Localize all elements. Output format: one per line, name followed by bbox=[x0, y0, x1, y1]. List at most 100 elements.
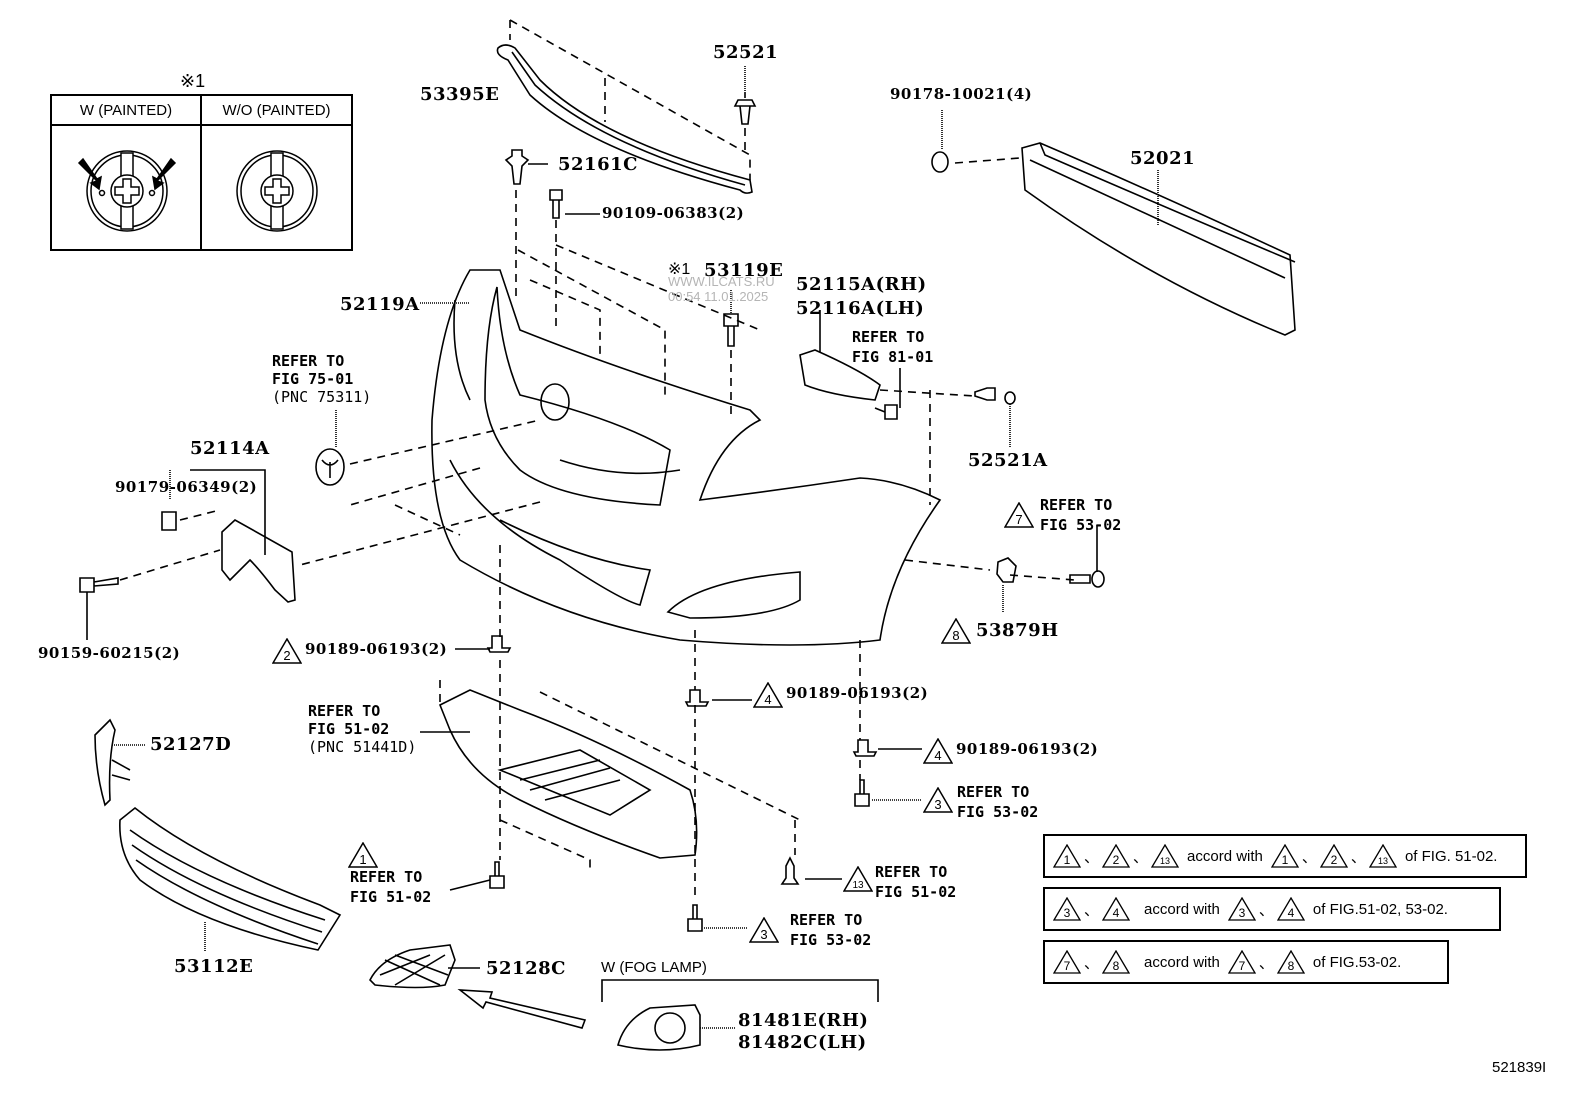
svg-text:2: 2 bbox=[1331, 853, 1338, 867]
svg-text:3: 3 bbox=[1239, 906, 1246, 920]
part-label-52021[interactable]: 52021 bbox=[1130, 148, 1196, 169]
note-mark: 8 bbox=[1276, 950, 1305, 974]
badge-triangle-13: 13 bbox=[842, 865, 874, 892]
note-mark: 3 bbox=[1227, 897, 1256, 921]
badge-triangle-3a: 3 bbox=[922, 786, 954, 813]
painted-clip-icon bbox=[77, 150, 177, 232]
svg-text:7: 7 bbox=[1064, 959, 1071, 973]
lower-grille-part bbox=[119, 806, 342, 952]
part-label-52521[interactable]: 52521 bbox=[713, 42, 779, 63]
part-label-90189-06193-b[interactable]: 90189-06193(2) bbox=[786, 684, 929, 702]
badge-triangle-3b: 3 bbox=[748, 916, 780, 943]
part-label-53112E[interactable]: 53112E bbox=[174, 956, 254, 977]
note-suffix: of FIG.53-02. bbox=[1312, 953, 1402, 971]
painted-variant-inset: W (PAINTED) W/O (PAINTED) bbox=[50, 94, 353, 251]
svg-text:3: 3 bbox=[934, 797, 941, 812]
license-bracket-part bbox=[79, 469, 296, 640]
fog-lamp-group-label: W (FOG LAMP) bbox=[601, 959, 707, 976]
fog-lamp-cover-part bbox=[369, 944, 480, 989]
mounting-guides bbox=[299, 244, 1076, 900]
badge-triangle-8: 8 bbox=[940, 617, 972, 644]
part-mark-53119E: ※1 bbox=[668, 261, 691, 278]
top-clip-part bbox=[733, 66, 757, 155]
emblem-part bbox=[315, 410, 541, 486]
figure-code: 521839I bbox=[1492, 1059, 1547, 1076]
grille-side-trim-part bbox=[94, 718, 145, 807]
part-label-52128C[interactable]: 52128C bbox=[486, 958, 566, 979]
svg-text:3: 3 bbox=[1064, 906, 1071, 920]
note-mark: 13 bbox=[1151, 844, 1180, 868]
note-mark: 4 bbox=[1102, 897, 1131, 921]
part-label-53879H[interactable]: 53879H bbox=[976, 620, 1059, 641]
svg-text:3: 3 bbox=[760, 927, 767, 942]
bumper-cover-part bbox=[431, 269, 942, 646]
ref-fig-51-02-13[interactable]: REFER TO FIG 51-02 bbox=[875, 863, 957, 901]
svg-text:4: 4 bbox=[1113, 906, 1120, 920]
part-label-52161C[interactable]: 52161C bbox=[558, 154, 638, 175]
part-label-90159-60215[interactable]: 90159-60215(2) bbox=[38, 644, 181, 662]
clip-13-part bbox=[780, 820, 842, 885]
note-mark: 2 bbox=[1319, 844, 1348, 868]
svg-text:1: 1 bbox=[359, 852, 366, 867]
part-label-81481E[interactable]: 81481E(RH) bbox=[738, 1010, 869, 1031]
ref-undercover[interactable]: REFER TO FIG 51-02 (PNC 51441D) bbox=[308, 702, 417, 756]
svg-text:13: 13 bbox=[1160, 856, 1170, 866]
svg-text:8: 8 bbox=[1113, 959, 1120, 973]
ref-fig-53-02-3-right[interactable]: REFER TO FIG 53-02 bbox=[957, 783, 1039, 821]
part-label-90179-06349[interactable]: 90179-06349(2) bbox=[115, 478, 258, 496]
part-label-52115A[interactable]: 52115A(RH) bbox=[796, 274, 927, 295]
clip-90189-4a-part bbox=[684, 689, 752, 707]
part-label-52127D[interactable]: 52127D bbox=[150, 734, 232, 755]
bolt-1-part bbox=[449, 861, 505, 891]
grille-screw-part bbox=[723, 290, 739, 420]
svg-text:13: 13 bbox=[852, 880, 864, 891]
bumper-upper-seal-part bbox=[496, 19, 753, 194]
ref-retainer[interactable]: REFER TO FIG 81-01 bbox=[852, 328, 934, 366]
clip-90189-4b-part bbox=[852, 739, 922, 757]
note-mark: 1 bbox=[1053, 844, 1081, 868]
svg-text:1: 1 bbox=[1282, 853, 1289, 867]
note-suffix: of FIG.51-02, 53-02. bbox=[1312, 900, 1448, 918]
unpainted-clip-icon bbox=[236, 150, 318, 232]
note-text: accord with bbox=[1144, 900, 1220, 918]
ref-emblem[interactable]: REFER TO FIG 75-01 (PNC 75311) bbox=[272, 352, 372, 406]
bolt-3b-part bbox=[687, 904, 748, 932]
ref-fig-53-02-7[interactable]: REFER TO FIG 53-02 bbox=[1040, 496, 1122, 534]
bumper-retainer-part bbox=[799, 310, 976, 420]
part-label-52119A[interactable]: 52119A bbox=[340, 294, 420, 315]
part-label-90178-10021[interactable]: 90178-10021(4) bbox=[890, 85, 1033, 103]
badge-triangle-4a: 4 bbox=[752, 681, 784, 708]
badge-triangle-1: 1 bbox=[347, 841, 379, 868]
part-label-90109-06383[interactable]: 90109-06383(2) bbox=[602, 204, 745, 222]
svg-text:4: 4 bbox=[1288, 906, 1295, 920]
note-mark: 7 bbox=[1227, 950, 1256, 974]
inset-marker: ※1 bbox=[180, 71, 206, 91]
watermark: WWW.ILCATS.RU 00:54 11.01.2025 bbox=[668, 274, 775, 304]
clip-90189-part bbox=[455, 635, 512, 653]
note-box-1: 1、 2、 13 accord with 1、 2、 13 of FIG. 51… bbox=[1043, 834, 1527, 878]
note-suffix: of FIG. 51-02. bbox=[1404, 847, 1498, 865]
svg-text:4: 4 bbox=[764, 692, 771, 707]
part-label-53119E[interactable]: 53119E bbox=[704, 260, 784, 281]
part-label-81482C[interactable]: 81482C(LH) bbox=[738, 1032, 867, 1053]
part-label-52521A[interactable]: 52521A bbox=[968, 450, 1048, 471]
note-mark: 8 bbox=[1102, 950, 1131, 974]
bolt-90109-part bbox=[549, 189, 600, 330]
part-label-90189-06193-a[interactable]: 90189-06193(2) bbox=[305, 640, 448, 658]
note-mark: 13 bbox=[1368, 844, 1397, 868]
ref-fig-51-02-1[interactable]: REFER TO FIG 51-02 bbox=[350, 868, 432, 906]
part-label-52116A[interactable]: 52116A(LH) bbox=[796, 298, 925, 319]
side-clip-part bbox=[974, 387, 1016, 448]
svg-text:8: 8 bbox=[952, 628, 959, 643]
part-label-53395E[interactable]: 53395E bbox=[420, 84, 500, 105]
ref-fig-53-02-3-bottom[interactable]: REFER TO FIG 53-02 bbox=[790, 911, 872, 949]
svg-text:7: 7 bbox=[1239, 959, 1246, 973]
part-label-52114A[interactable]: 52114A bbox=[190, 438, 270, 459]
svg-text:2: 2 bbox=[1113, 853, 1120, 867]
fender-bracket-part bbox=[996, 525, 1105, 612]
part-label-90189-06193-c[interactable]: 90189-06193(2) bbox=[956, 740, 1099, 758]
badge-triangle-4b: 4 bbox=[922, 737, 954, 764]
direction-arrow bbox=[457, 989, 587, 1029]
inset-header-unpainted: W/O (PAINTED) bbox=[202, 96, 351, 126]
